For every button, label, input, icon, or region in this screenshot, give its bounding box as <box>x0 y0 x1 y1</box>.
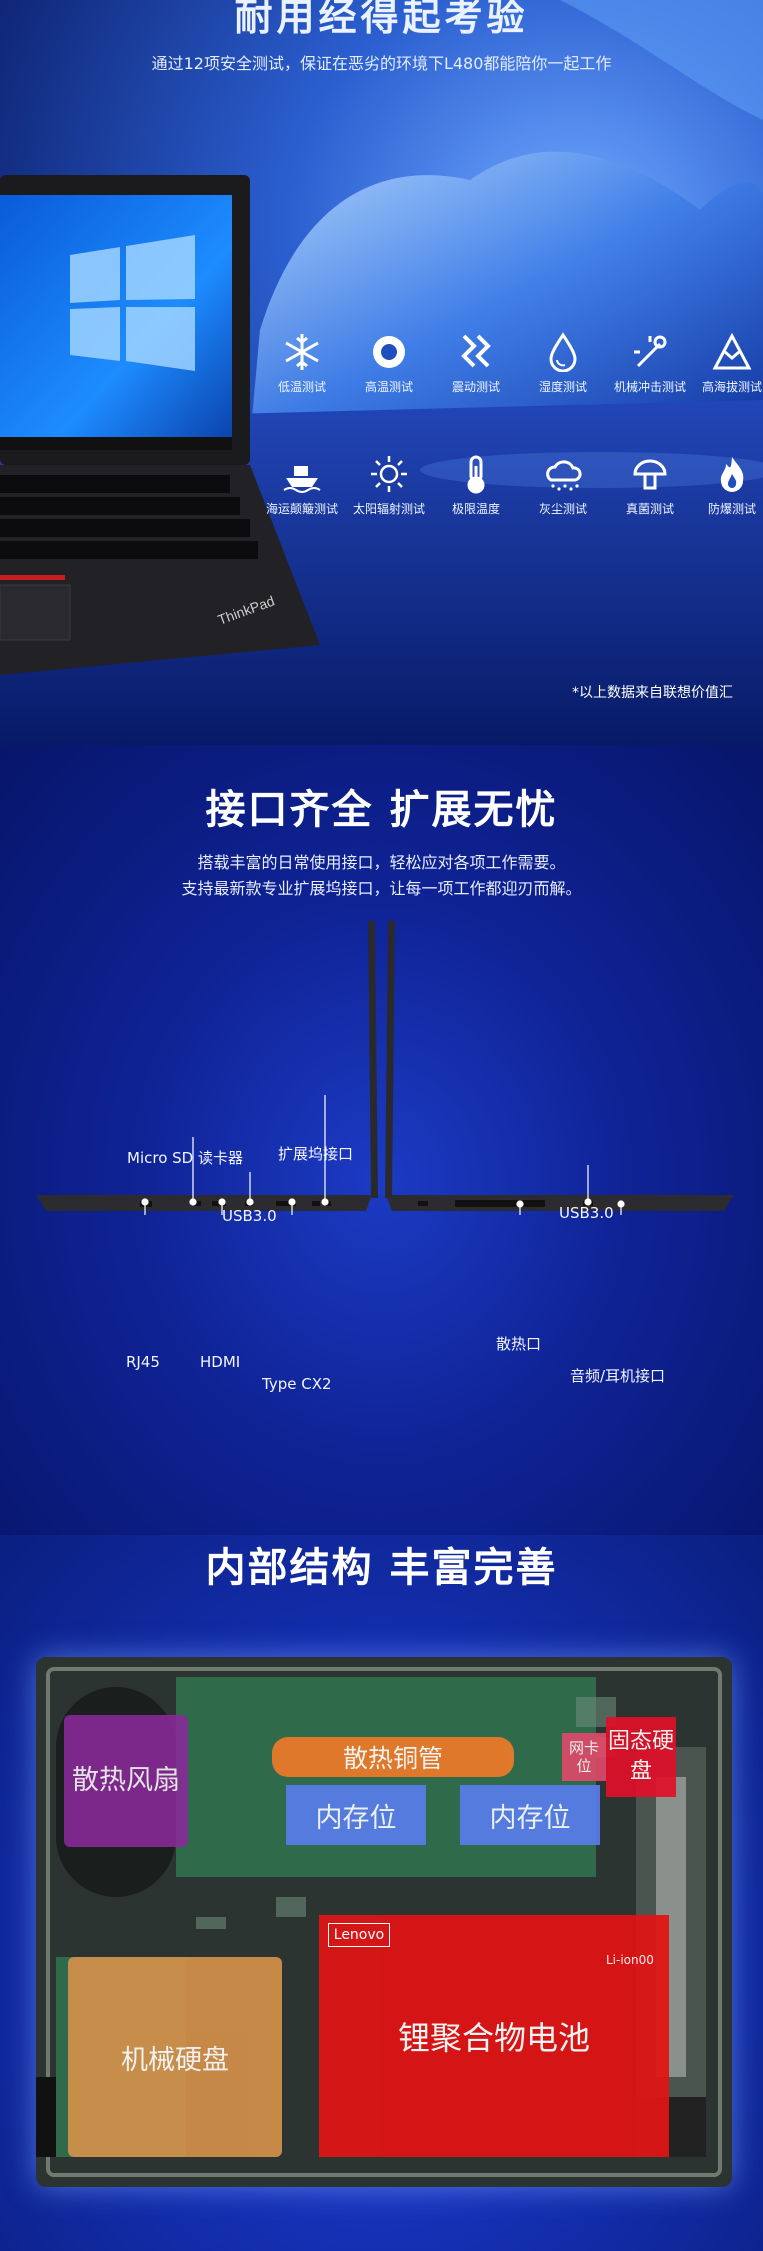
vibration-icon <box>454 330 498 374</box>
test-label: 极限温度 <box>451 502 500 516</box>
test-label: 高温测试 <box>364 380 413 394</box>
test-item: 湿度测试 <box>523 330 603 395</box>
motherboard-image: 散热风扇 散热铜管 内存位 内存位 网卡位 固态硬盘 机械硬盘 锂聚合物电池 L… <box>36 1657 732 2187</box>
flame-icon <box>710 452 754 496</box>
rj45-label: RJ45 <box>126 1353 160 1371</box>
data-source-note: *以上数据来自联想价值汇 <box>572 685 733 701</box>
network-card-zone: 网卡位 <box>562 1733 606 1781</box>
dust-cloud-icon <box>541 452 585 496</box>
test-item: 海运颠簸测试 <box>262 452 342 517</box>
test-label: 真菌测试 <box>625 502 674 516</box>
ports-desc-line1: 搭载丰富的日常使用接口，轻松应对各项工作需要。 <box>197 853 566 872</box>
test-item: 高温测试 <box>349 330 429 395</box>
thermometer-icon <box>454 452 498 496</box>
test-item: 震动测试 <box>436 330 516 395</box>
test-item: 防爆测试 <box>692 452 763 517</box>
usb-left-label: USB3.0 <box>222 1207 277 1225</box>
test-label: 灰尘测试 <box>538 502 587 516</box>
fungus-icon <box>628 452 672 496</box>
durability-section: 耐用经得起考验 通过12项安全测试，保证在恶劣的环境下L480都能陪你一起工作 <box>0 0 763 745</box>
ports-section: 接口齐全 扩展无忧 搭载丰富的日常使用接口，轻松应对各项工作需要。 支持最新款专… <box>0 745 763 1535</box>
typec-label: Type CX2 <box>262 1375 332 1393</box>
test-label: 湿度测试 <box>538 380 587 394</box>
memory-slot-2-zone: 内存位 <box>460 1785 600 1845</box>
sun-gear-icon <box>367 330 411 374</box>
test-label: 机械冲击测试 <box>613 380 686 394</box>
durability-subtitle: 通过12项安全测试，保证在恶劣的环境下L480都能陪你一起工作 <box>151 54 612 73</box>
hdd-zone: 机械硬盘 <box>68 1957 282 2157</box>
heatpipe-zone: 散热铜管 <box>272 1737 514 1777</box>
snowflake-icon <box>280 330 324 374</box>
impact-icon <box>628 330 672 374</box>
laptop-image: ThinkPad <box>0 175 320 675</box>
ports-desc-line2: 支持最新款专业扩展坞接口，让每一项工作都迎刃而解。 <box>181 879 582 898</box>
glacier-background <box>0 0 763 745</box>
battery-brand-label: Lenovo <box>328 1923 390 1947</box>
usb-right-label: USB3.0 <box>559 1204 614 1222</box>
test-label: 太阳辐射测试 <box>352 502 425 516</box>
water-drop-icon <box>541 330 585 374</box>
ports-title: 接口齐全 扩展无忧 <box>205 787 558 833</box>
ship-icon <box>280 452 324 496</box>
internals-section: 内部结构 丰富完善 <box>0 1535 763 2251</box>
test-label: 震动测试 <box>451 380 500 394</box>
test-label: 低温测试 <box>277 380 326 394</box>
test-item: 高海拔测试 <box>692 330 763 395</box>
test-label: 防爆测试 <box>707 502 756 516</box>
test-item: 低温测试 <box>262 330 342 395</box>
sun-icon <box>367 452 411 496</box>
mountain-icon <box>710 330 754 374</box>
memory-slot-1-zone: 内存位 <box>286 1785 426 1845</box>
battery-zone: 锂聚合物电池 <box>319 1915 669 2157</box>
test-label: 高海拔测试 <box>701 380 762 394</box>
audio-label: 音频/耳机接口 <box>570 1367 666 1385</box>
test-item: 机械冲击测试 <box>610 330 690 395</box>
microsd-label: Micro SD 读卡器 <box>127 1149 243 1167</box>
test-item: 极限温度 <box>436 452 516 517</box>
fan-zone: 散热风扇 <box>64 1715 188 1847</box>
battery-model-label: Li-ion00 <box>606 1953 654 1967</box>
dock-label: 扩展坞接口 <box>278 1145 354 1163</box>
laptop-side-view <box>36 921 734 1215</box>
durability-title: 耐用经得起考验 <box>234 0 529 39</box>
ssd-zone: 固态硬盘 <box>606 1717 676 1797</box>
test-item: 灰尘测试 <box>523 452 603 517</box>
vent-label: 散热口 <box>496 1335 542 1353</box>
test-item: 太阳辐射测试 <box>349 452 429 517</box>
test-item: 真菌测试 <box>610 452 690 517</box>
internals-title: 内部结构 丰富完善 <box>205 1545 558 1591</box>
hdmi-label: HDMI <box>200 1353 241 1371</box>
test-label: 海运颠簸测试 <box>265 502 338 516</box>
